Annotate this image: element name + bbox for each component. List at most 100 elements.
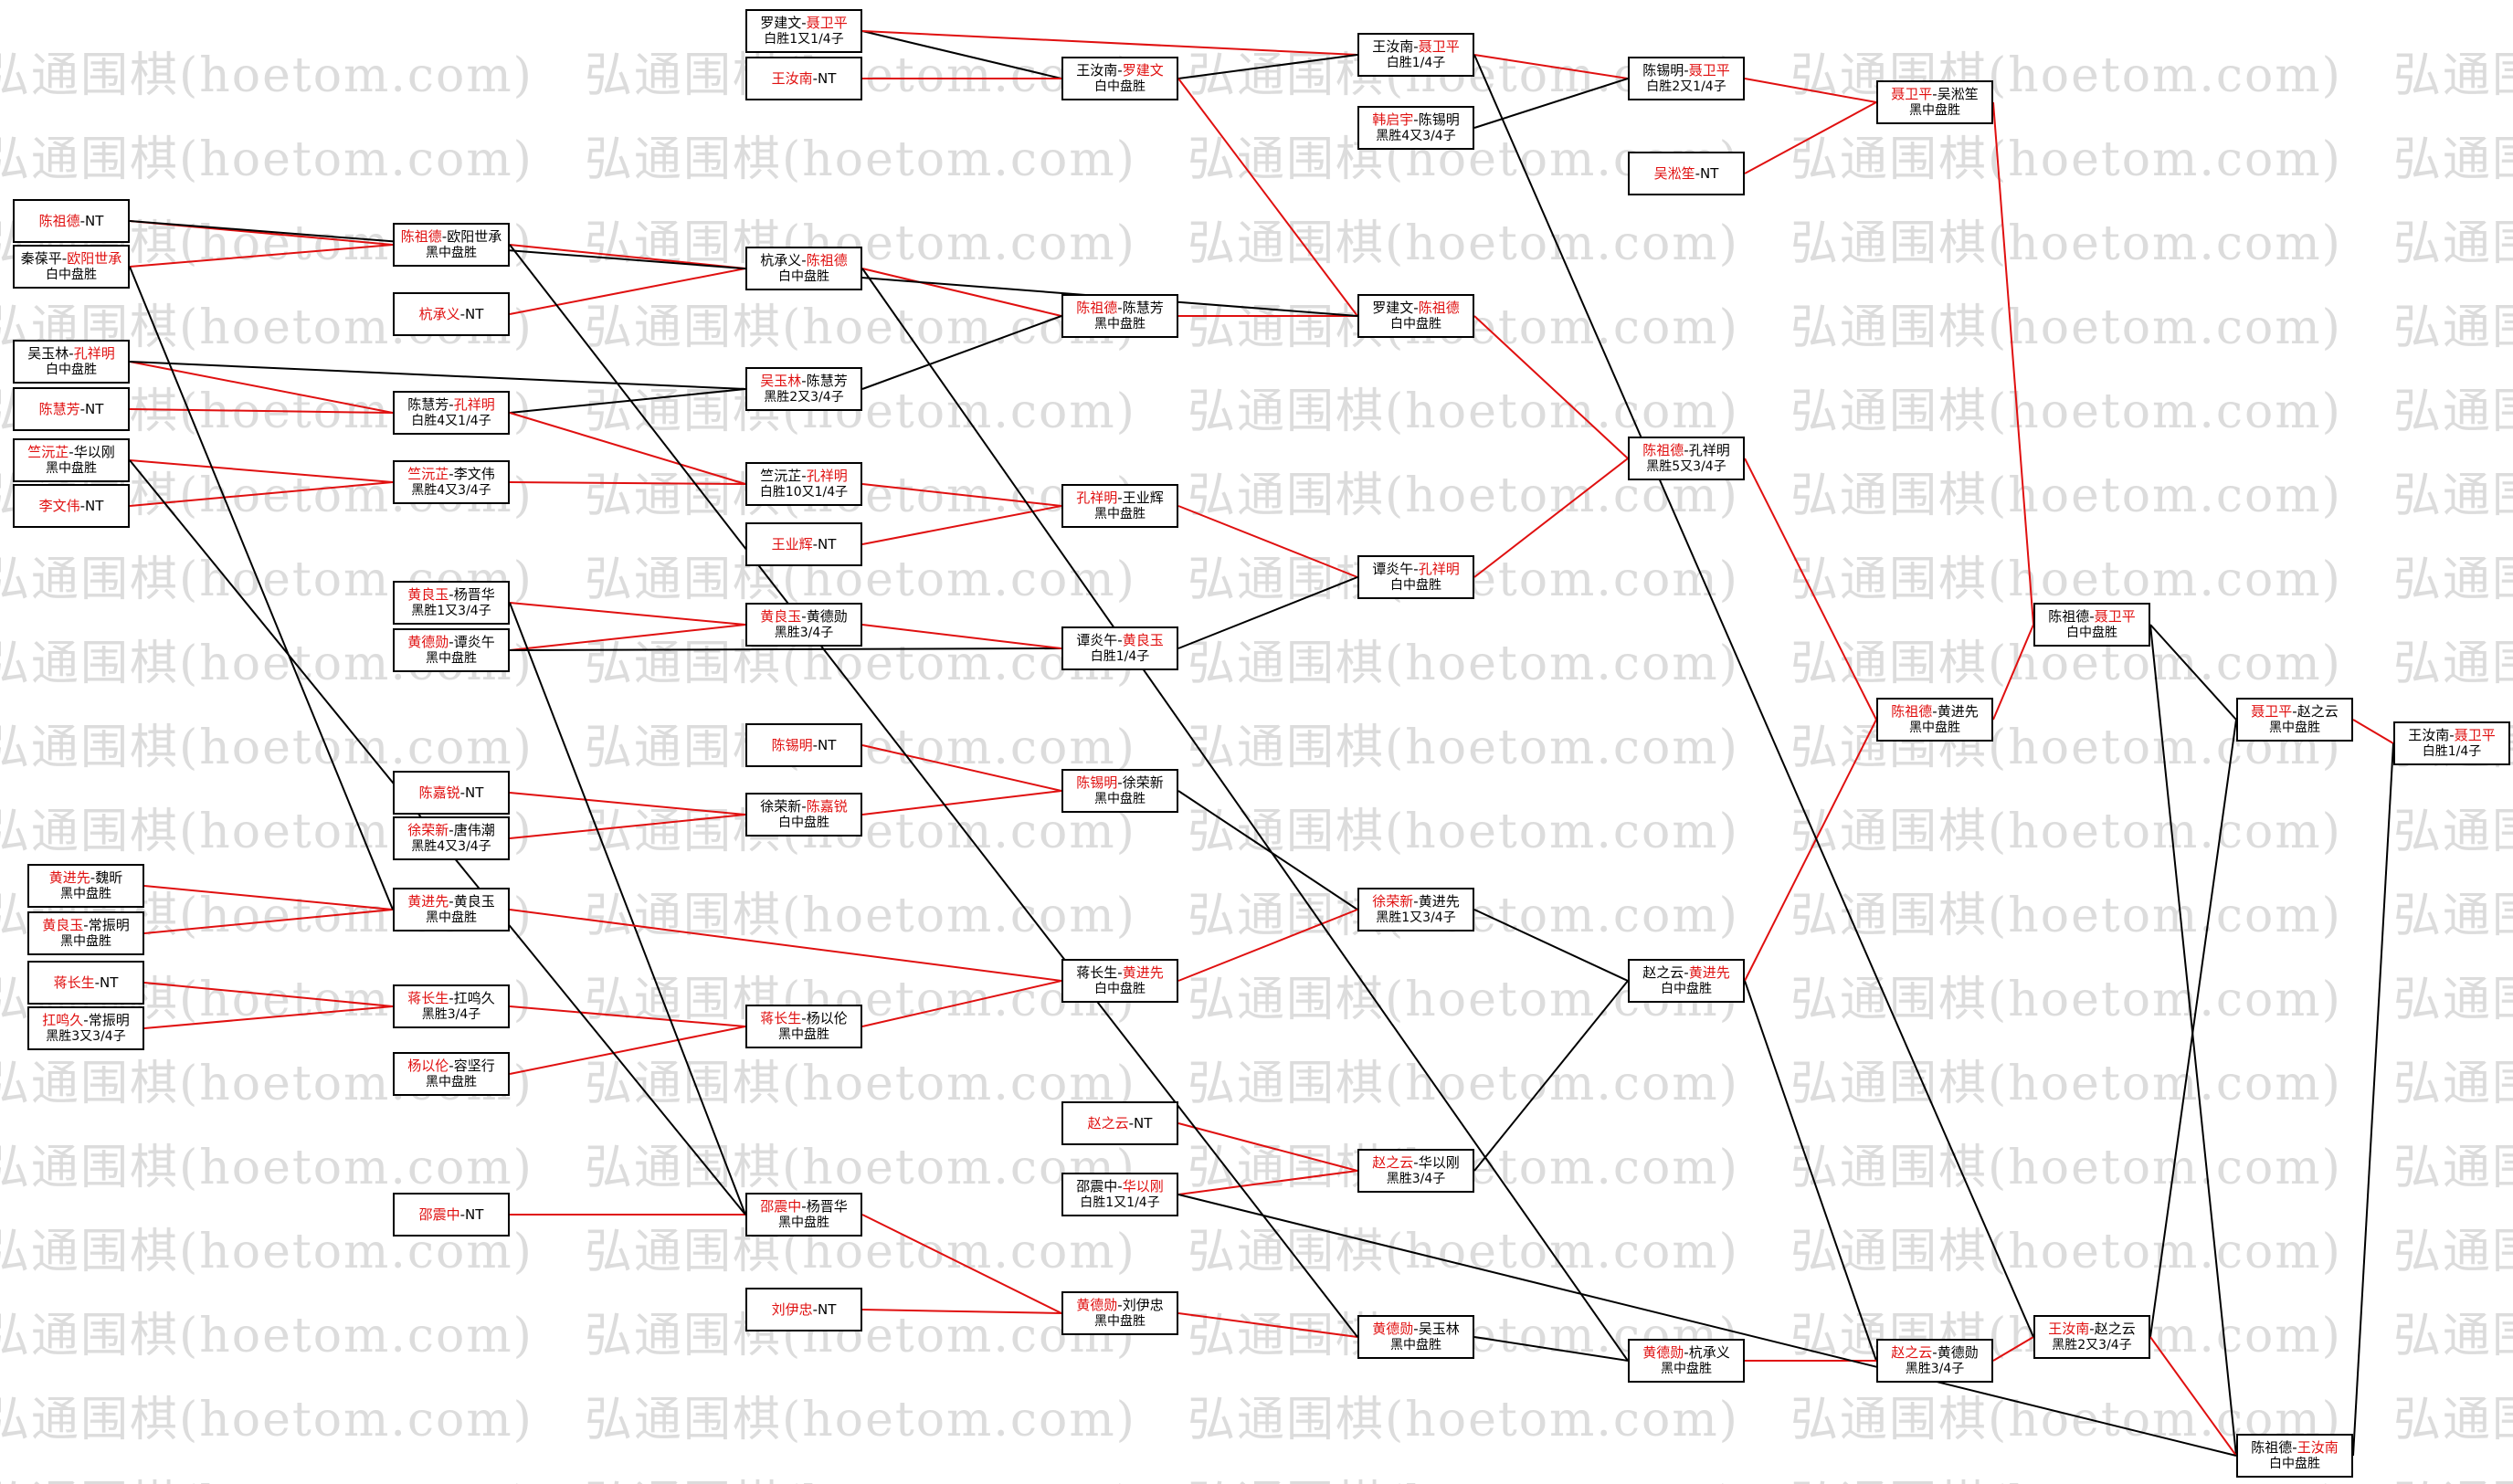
match-result: 白胜4又1/4子 [411, 414, 491, 428]
player-white: 聂卫平 [2454, 727, 2496, 743]
match-result: 黑中盘胜 [426, 246, 477, 260]
separator: - [1413, 300, 1419, 316]
match-box: 王汝南-NT [745, 57, 862, 100]
separator: - [61, 250, 68, 267]
player-white: 聂卫平 [1418, 38, 1460, 55]
player-white: 杨晋华 [453, 586, 495, 603]
advance-line [861, 1214, 1062, 1314]
advance-line [143, 909, 394, 934]
match-box: 蒋长生-黄进先白中盘胜 [1061, 959, 1178, 1003]
match-box: 赵之云-黄德勋黑胜3/4子 [1876, 1339, 1993, 1383]
player-white: 刘伊忠 [1122, 1297, 1164, 1313]
separator: - [812, 536, 818, 553]
match-box: 罗建文-聂卫平白胜1又1/4子 [745, 9, 862, 53]
match-box: 黄德勋-吴玉林黑中盘胜 [1357, 1315, 1474, 1359]
separator: - [2089, 608, 2095, 625]
player-white: 陈锡明 [1418, 111, 1460, 128]
match-result: 白胜2又1/4子 [1646, 79, 1726, 94]
match-result: 黑中盘胜 [1094, 1314, 1146, 1329]
separator: - [1413, 1154, 1419, 1171]
player-black: 竺沅芷 [407, 466, 449, 482]
separator: - [449, 396, 454, 413]
separator: - [449, 1058, 454, 1074]
player-black: 罗建文 [760, 15, 802, 31]
match-result: 黑胜3又3/4子 [46, 1029, 126, 1044]
drop-line [1177, 1194, 2237, 1457]
match-players: 邵震中-华以刚 [1076, 1178, 1163, 1195]
advance-line [1177, 505, 1358, 578]
match-result: 白中盘胜 [1390, 578, 1441, 593]
match-box: 陈嘉锐-NT [393, 771, 510, 815]
player-white: 唐伟潮 [453, 822, 495, 838]
drop-line [1473, 980, 1629, 1172]
separator: - [1932, 703, 1938, 720]
advance-line [1473, 54, 1629, 79]
match-box: 吴玉林-陈慧芳黑胜2又3/4子 [745, 367, 862, 411]
match-result: 白中盘胜 [1094, 982, 1146, 996]
player-white: NT [818, 1301, 837, 1318]
drop-line [129, 266, 394, 910]
separator: - [94, 974, 100, 991]
advance-line [509, 624, 746, 651]
match-box: 罗建文-陈祖德白中盘胜 [1357, 294, 1474, 338]
match-box: 黄德勋-谭炎午黑中盘胜 [393, 628, 510, 672]
player-black: 邵震中 [418, 1206, 460, 1223]
drop-line [2352, 742, 2394, 1457]
player-black: 陈祖德 [38, 213, 80, 229]
match-box: 陈锡明-徐荣新黑中盘胜 [1061, 769, 1178, 813]
separator: - [459, 306, 466, 322]
player-white: 黄德勋 [1937, 1344, 1979, 1361]
match-result: 黑胜4又3/4子 [411, 839, 491, 854]
match-players: 黄德勋-吴玉林 [1372, 1321, 1459, 1337]
player-white: 李文伟 [453, 466, 495, 482]
player-black: 陈锡明 [1642, 62, 1684, 79]
match-players: 王汝南-赵之云 [2048, 1321, 2135, 1337]
match-players: 谭炎午-孔祥明 [1372, 561, 1459, 577]
drop-line [1473, 1336, 1629, 1362]
advance-line [143, 885, 394, 910]
player-black: 黄进先 [48, 869, 90, 886]
separator: - [79, 498, 86, 514]
match-players: 黄德勋-谭炎午 [407, 634, 494, 650]
match-box: 孔祥明-王业辉黑中盘胜 [1061, 484, 1178, 528]
player-black: 陈嘉锐 [418, 784, 460, 801]
separator: - [1128, 1115, 1135, 1131]
separator: - [1932, 1344, 1938, 1361]
player-white: 杨晋华 [806, 1198, 848, 1215]
match-players: 徐荣新-黄进先 [1372, 893, 1459, 910]
player-black: 聂卫平 [1891, 86, 1933, 102]
player-black: 孔祥明 [1076, 489, 1118, 506]
match-players: 杨以伦-容坚行 [407, 1058, 494, 1074]
separator: - [1117, 632, 1123, 648]
match-players: 陈祖德-陈慧芳 [1076, 300, 1163, 316]
match-box: 徐荣新-唐伟潮黑胜4又3/4子 [393, 816, 510, 860]
match-players: 陈慧芳-NT [39, 401, 104, 417]
match-box: 赵之云-黄进先白中盘胜 [1628, 959, 1745, 1003]
match-result: 黑中盘胜 [2269, 721, 2320, 735]
match-box: 王业辉-NT [745, 522, 862, 566]
separator: - [1413, 111, 1419, 128]
advance-line [509, 909, 1062, 982]
player-black: 杨以伦 [407, 1058, 449, 1074]
separator: - [1413, 561, 1419, 577]
match-players: 陈锡明-徐荣新 [1076, 774, 1163, 791]
drop-line [1177, 576, 1358, 649]
separator: - [1684, 442, 1689, 458]
player-black: 谭炎午 [1076, 632, 1118, 648]
match-players: 孔祥明-王业辉 [1076, 489, 1163, 506]
player-black: 陈祖德 [400, 228, 442, 245]
player-white: 陈慧芳 [806, 373, 848, 389]
match-result: 黑胜4又3/4子 [411, 483, 491, 498]
player-white: NT [465, 306, 484, 322]
player-black: 罗建文 [1372, 300, 1414, 316]
match-box: 蒋长生-扛鸣久黑胜3/4子 [393, 984, 510, 1028]
match-players: 黄良玉-杨晋华 [407, 586, 494, 603]
player-white: 吴玉林 [1418, 1321, 1460, 1337]
match-players: 王汝南-NT [772, 70, 837, 87]
advance-line [861, 980, 1062, 1027]
advance-line [1473, 315, 1629, 459]
drop-line [509, 244, 1358, 1338]
match-result: 黑胜1又3/4子 [1376, 910, 1456, 925]
